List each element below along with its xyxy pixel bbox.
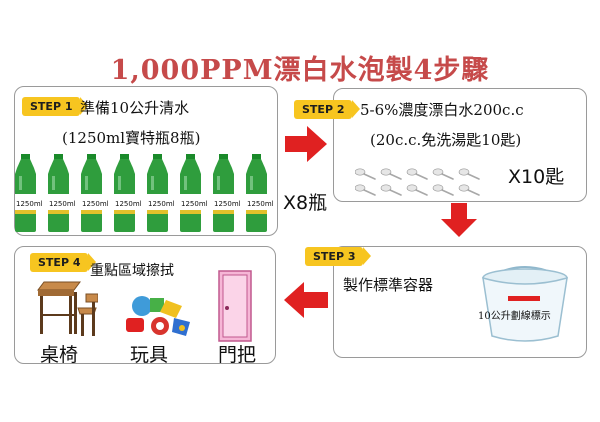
- desk-chair-label: 桌椅: [40, 344, 79, 366]
- bucket-image: [482, 266, 568, 342]
- bottle-label-4: 1250ml: [115, 200, 142, 208]
- page-title: 1,000PPM漂白水泡製4步驟: [110, 55, 490, 86]
- step1-line2: (1250ml寶特瓶8瓶): [62, 129, 201, 147]
- spoons-image: [355, 168, 480, 196]
- step1-count: X8瓶: [283, 192, 328, 214]
- step1-badge: STEP 1: [22, 97, 87, 116]
- door-image: [218, 270, 252, 342]
- step3-line1: 製作標準容器: [343, 276, 434, 294]
- bottle-label-2: 1250ml: [49, 200, 76, 208]
- step2-line2: (20c.c.免洗湯匙10匙): [370, 131, 522, 149]
- toys-image: [126, 296, 190, 336]
- arrow-right-icon: [285, 126, 327, 162]
- bottle-label-3: 1250ml: [82, 200, 109, 208]
- step2-line1: 5-6%濃度漂白水200c.c: [360, 101, 524, 119]
- bucket-label: 10公升劃線標示: [478, 311, 551, 322]
- desk-chair-image: [37, 281, 98, 336]
- step4-line1: 重點區域擦拭: [90, 263, 174, 279]
- step2-panel: [333, 88, 587, 202]
- bottle-label-1: 1250ml: [16, 200, 43, 208]
- step1-line1: 準備10公升清水: [80, 99, 190, 117]
- step2-badge: STEP 2: [294, 100, 359, 119]
- bottle-label-5: 1250ml: [148, 200, 175, 208]
- arrow-left-icon: [284, 282, 328, 318]
- step2-count: X10匙: [508, 166, 565, 188]
- step3-badge: STEP 3: [305, 247, 370, 266]
- bottle-label-8: 1250ml: [247, 200, 274, 208]
- door-handle-label: 門把: [218, 344, 257, 366]
- step4-badge: STEP 4: [30, 253, 95, 272]
- toys-label: 玩具: [130, 344, 169, 366]
- bottle-label-6: 1250ml: [181, 200, 208, 208]
- bottle-label-7: 1250ml: [214, 200, 241, 208]
- arrow-down-icon: [441, 203, 477, 237]
- bottles-image: [15, 154, 267, 232]
